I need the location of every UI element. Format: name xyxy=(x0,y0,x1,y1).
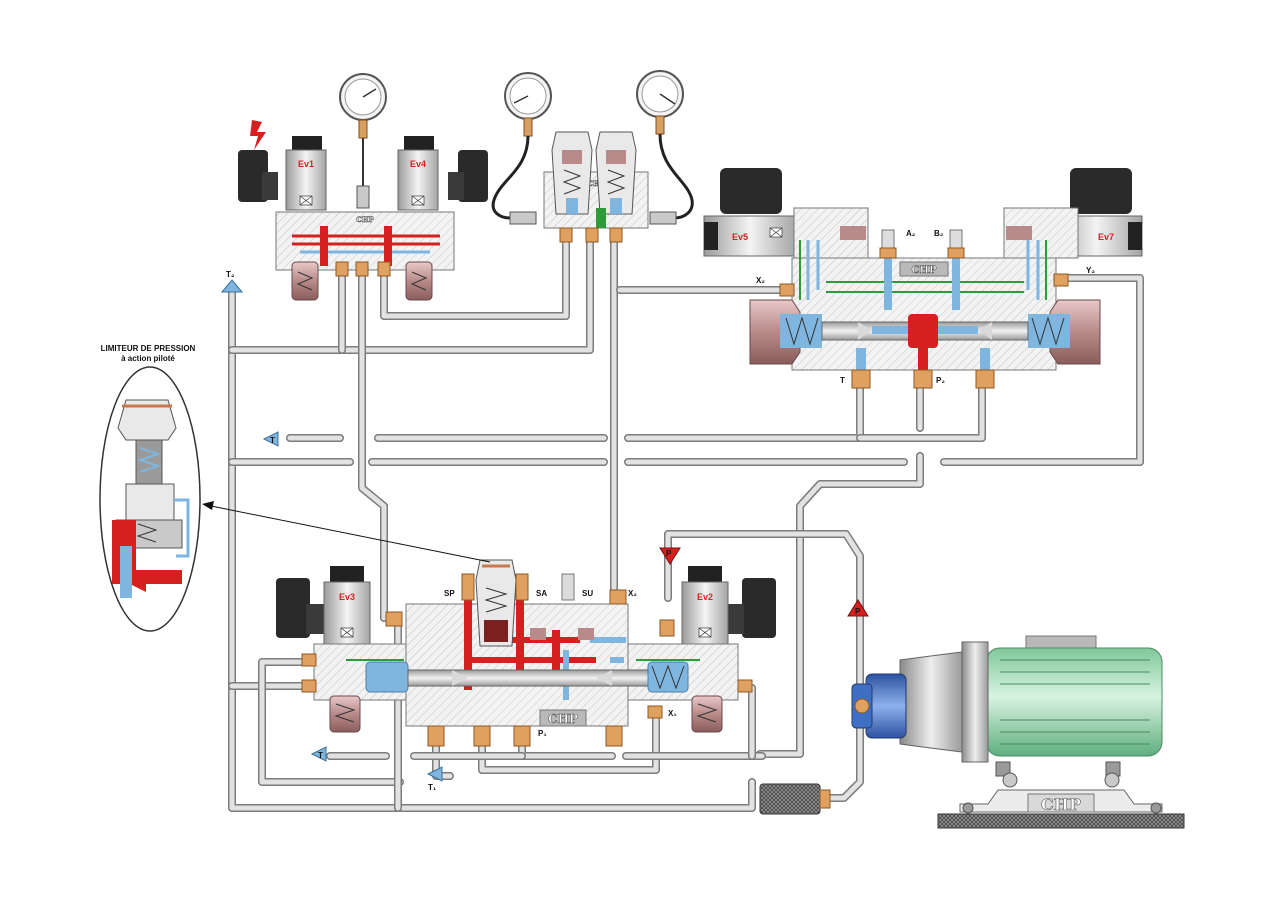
pipe-network xyxy=(228,226,1144,812)
pipe-core xyxy=(757,453,923,757)
suction-filter xyxy=(759,783,821,815)
electric-motor xyxy=(985,647,1163,757)
relief-valve-callout: LIMITEUR DE PRESSION à action piloté xyxy=(99,344,491,632)
port-label-sa: SA xyxy=(536,589,547,598)
pipe-core xyxy=(229,227,593,353)
port-label-p1: P₁ xyxy=(538,729,547,738)
connector-ev3 xyxy=(276,578,310,638)
pipe-core xyxy=(359,273,387,621)
brand-mark-top-left: CHP xyxy=(356,215,374,224)
brand-mark-right: CHP xyxy=(912,265,937,276)
pipe-core xyxy=(625,385,863,441)
connector-ev7 xyxy=(1070,168,1132,214)
callout-title-line2: à action piloté xyxy=(121,354,175,363)
port-label-y2: Y₂ xyxy=(1086,266,1095,275)
port-label-t-mid: T xyxy=(270,436,275,445)
port-label-sp: SP xyxy=(444,589,455,598)
port-label-p2: P₂ xyxy=(936,376,945,385)
solenoid-label-ev2: Ev2 xyxy=(697,592,713,602)
port-label-b2: B₂ xyxy=(934,229,944,238)
pipe xyxy=(624,384,864,442)
port-label-t-low: T xyxy=(318,751,323,760)
connector-ev5 xyxy=(720,168,782,214)
spool-main xyxy=(407,669,687,687)
solenoid-label-ev7: Ev7 xyxy=(1098,232,1114,242)
pipe xyxy=(358,272,388,622)
port-label-t-right: T xyxy=(840,376,845,385)
port-label-x2-right: X₂ xyxy=(756,276,765,285)
port-symbols: T₂ T T T₁ P P xyxy=(220,270,869,792)
solenoid-label-ev4: Ev4 xyxy=(410,159,426,169)
port-label-su: SU xyxy=(582,589,593,598)
pipe-core xyxy=(665,531,863,801)
port-label-a2: A₂ xyxy=(906,229,916,238)
ground-foundation xyxy=(937,813,1185,829)
directional-valve-ev5-ev7: Ev5 Ev7 CHP xyxy=(703,168,1143,389)
valve-block-top-left xyxy=(275,211,455,271)
pressure-chamber-right xyxy=(908,314,938,348)
connector-ev4 xyxy=(458,150,488,202)
port-label-t1: T₁ xyxy=(428,783,437,792)
port-label-x2-main: X₂ xyxy=(628,589,637,598)
valve-group-pressure-reducers: CHP xyxy=(491,70,694,243)
solenoid-label-ev5: Ev5 xyxy=(732,232,748,242)
pipe-core xyxy=(259,659,403,785)
port-label-t2: T₂ xyxy=(226,270,235,279)
valve-group-ev1-ev4: Ev1 Ev4 CHP xyxy=(238,73,488,301)
port-label-x1: X₁ xyxy=(668,709,677,718)
brand-mark-main: CHP xyxy=(548,712,578,726)
motor-pump-unit: CHP xyxy=(759,635,1185,829)
solenoid-label-ev3: Ev3 xyxy=(339,592,355,602)
pipe-core xyxy=(857,385,985,441)
pipe-core xyxy=(229,289,755,811)
port-label-p-top: P xyxy=(666,549,672,558)
main-valve-block: Ev3 Ev2 CHP xyxy=(276,559,776,747)
callout-title-line1: LIMITEUR DE PRESSION xyxy=(101,344,196,353)
port-label-p-line: P xyxy=(855,607,861,616)
pipe-core xyxy=(519,743,615,759)
brand-mark-motor-base: CHP xyxy=(1041,795,1081,814)
connector-ev2 xyxy=(742,578,776,638)
electric-warning-icon xyxy=(250,120,266,150)
brand-mark-top-middle: CHP xyxy=(587,179,605,188)
connector-ev1 xyxy=(238,150,268,202)
pipe-core xyxy=(941,275,1143,465)
pipe-core xyxy=(381,233,569,319)
solenoid-label-ev1: Ev1 xyxy=(298,159,314,169)
